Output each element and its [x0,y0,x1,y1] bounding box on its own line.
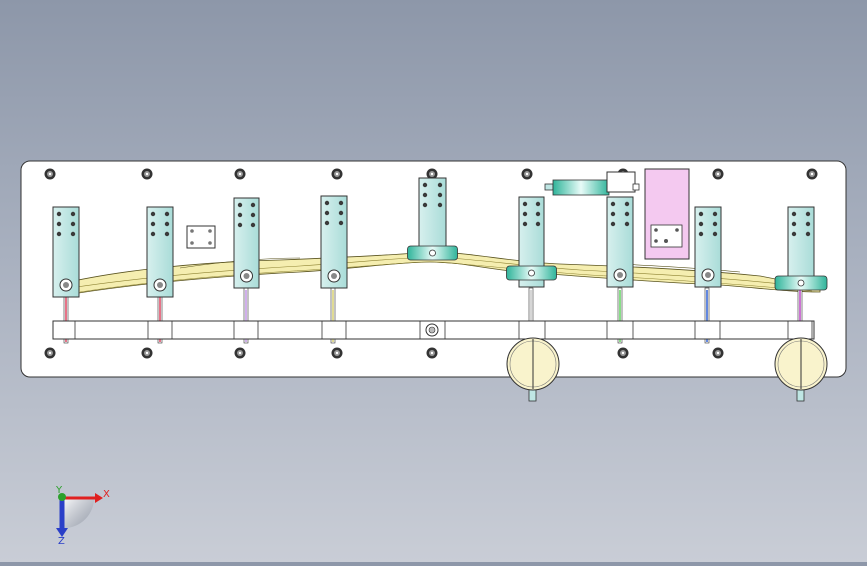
screw-icon [70,211,76,217]
screw-icon [164,231,170,237]
mounting-plate[interactable] [186,225,216,249]
screw-icon [250,202,256,208]
screw-icon [610,211,616,217]
screw-icon [338,210,344,216]
screw-icon [535,221,541,227]
screw-icon [522,201,528,207]
screw-icon [70,231,76,237]
screw-icon [535,201,541,207]
screw-icon [535,211,541,217]
adjustment-knob-left[interactable] [506,337,560,402]
screw-icon [698,221,704,227]
screw-icon [150,231,156,237]
screw-icon [624,221,630,227]
screw-icon [712,231,718,237]
clamp-block [233,197,260,289]
pneumatic-cylinder[interactable] [544,171,640,196]
screw-icon [437,182,443,188]
y-axis-arrow [58,493,66,501]
screw-icon [805,221,811,227]
screw-icon [610,221,616,227]
clamp-block [407,177,458,261]
screw-icon [164,221,170,227]
screw-icon [237,212,243,218]
screw-icon [150,221,156,227]
screw-icon [791,221,797,227]
coordinate-triad: X Y Z [55,485,110,547]
clamp-block [320,195,348,289]
screw-icon [610,201,616,207]
screw-icon [338,200,344,206]
screw-icon [712,211,718,217]
screw-icon [250,212,256,218]
locating-rail[interactable] [52,320,815,340]
screw-icon [237,202,243,208]
screw-icon [324,200,330,206]
screw-icon [164,211,170,217]
clamp-block [506,196,557,288]
clamp-block [146,206,174,298]
valve-block[interactable] [644,168,690,260]
screw-icon [324,220,330,226]
screw-icon [437,202,443,208]
screw-icon [805,231,811,237]
clamp-units[interactable] [52,177,828,298]
screw-icon [250,222,256,228]
clamp-block [774,206,828,291]
clamp-block [694,206,722,288]
screw-icon [56,211,62,217]
screw-icon [624,201,630,207]
screw-icon [237,222,243,228]
screw-icon [522,221,528,227]
clamp-block [606,196,634,288]
x-axis-label: X [103,489,110,500]
screw-icon [150,211,156,217]
screw-icon [791,231,797,237]
screw-icon [324,210,330,216]
screw-icon [805,211,811,217]
screw-icon [712,221,718,227]
screw-icon [624,211,630,217]
clamp-block [52,206,80,298]
screw-icon [422,202,428,208]
screw-icon [437,192,443,198]
screw-icon [422,192,428,198]
screw-icon [422,182,428,188]
screw-icon [56,221,62,227]
y-axis-label: Y [55,485,63,496]
screw-icon [698,231,704,237]
adjustment-knob-right[interactable] [774,337,828,402]
screw-icon [791,211,797,217]
screw-icon [70,221,76,227]
screw-icon [522,211,528,217]
screw-icon [338,220,344,226]
screw-icon [698,211,704,217]
z-axis-label: Z [58,536,65,547]
screw-icon [56,231,62,237]
